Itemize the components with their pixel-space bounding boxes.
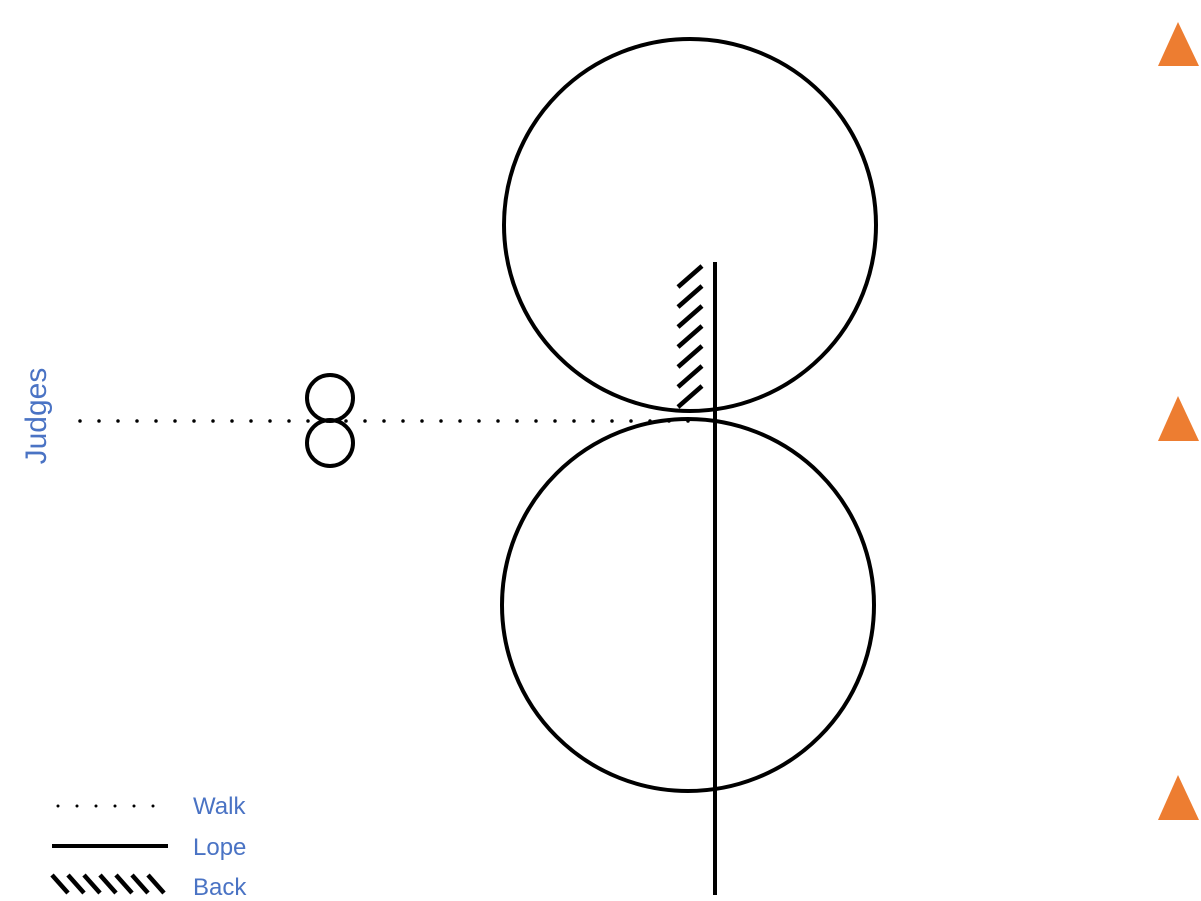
cone-marker-middle — [1158, 396, 1199, 441]
cone-marker-top — [1158, 22, 1199, 66]
small-circle-upper — [305, 373, 355, 423]
cone-marker-bottom — [1158, 775, 1199, 820]
legend-walk-label: Walk — [193, 793, 246, 820]
legend-lope-label: Lope — [193, 834, 246, 861]
large-circle-lower — [500, 417, 876, 793]
large-circle-upper — [502, 37, 878, 413]
back-hatch-marks — [676, 264, 704, 409]
legend-back-swatch — [50, 873, 166, 895]
legend-back-label: Back — [193, 874, 247, 901]
legend: Walk Lope Back — [50, 793, 247, 901]
judges-label: Judges — [20, 368, 53, 465]
small-circle-lower — [305, 418, 355, 468]
